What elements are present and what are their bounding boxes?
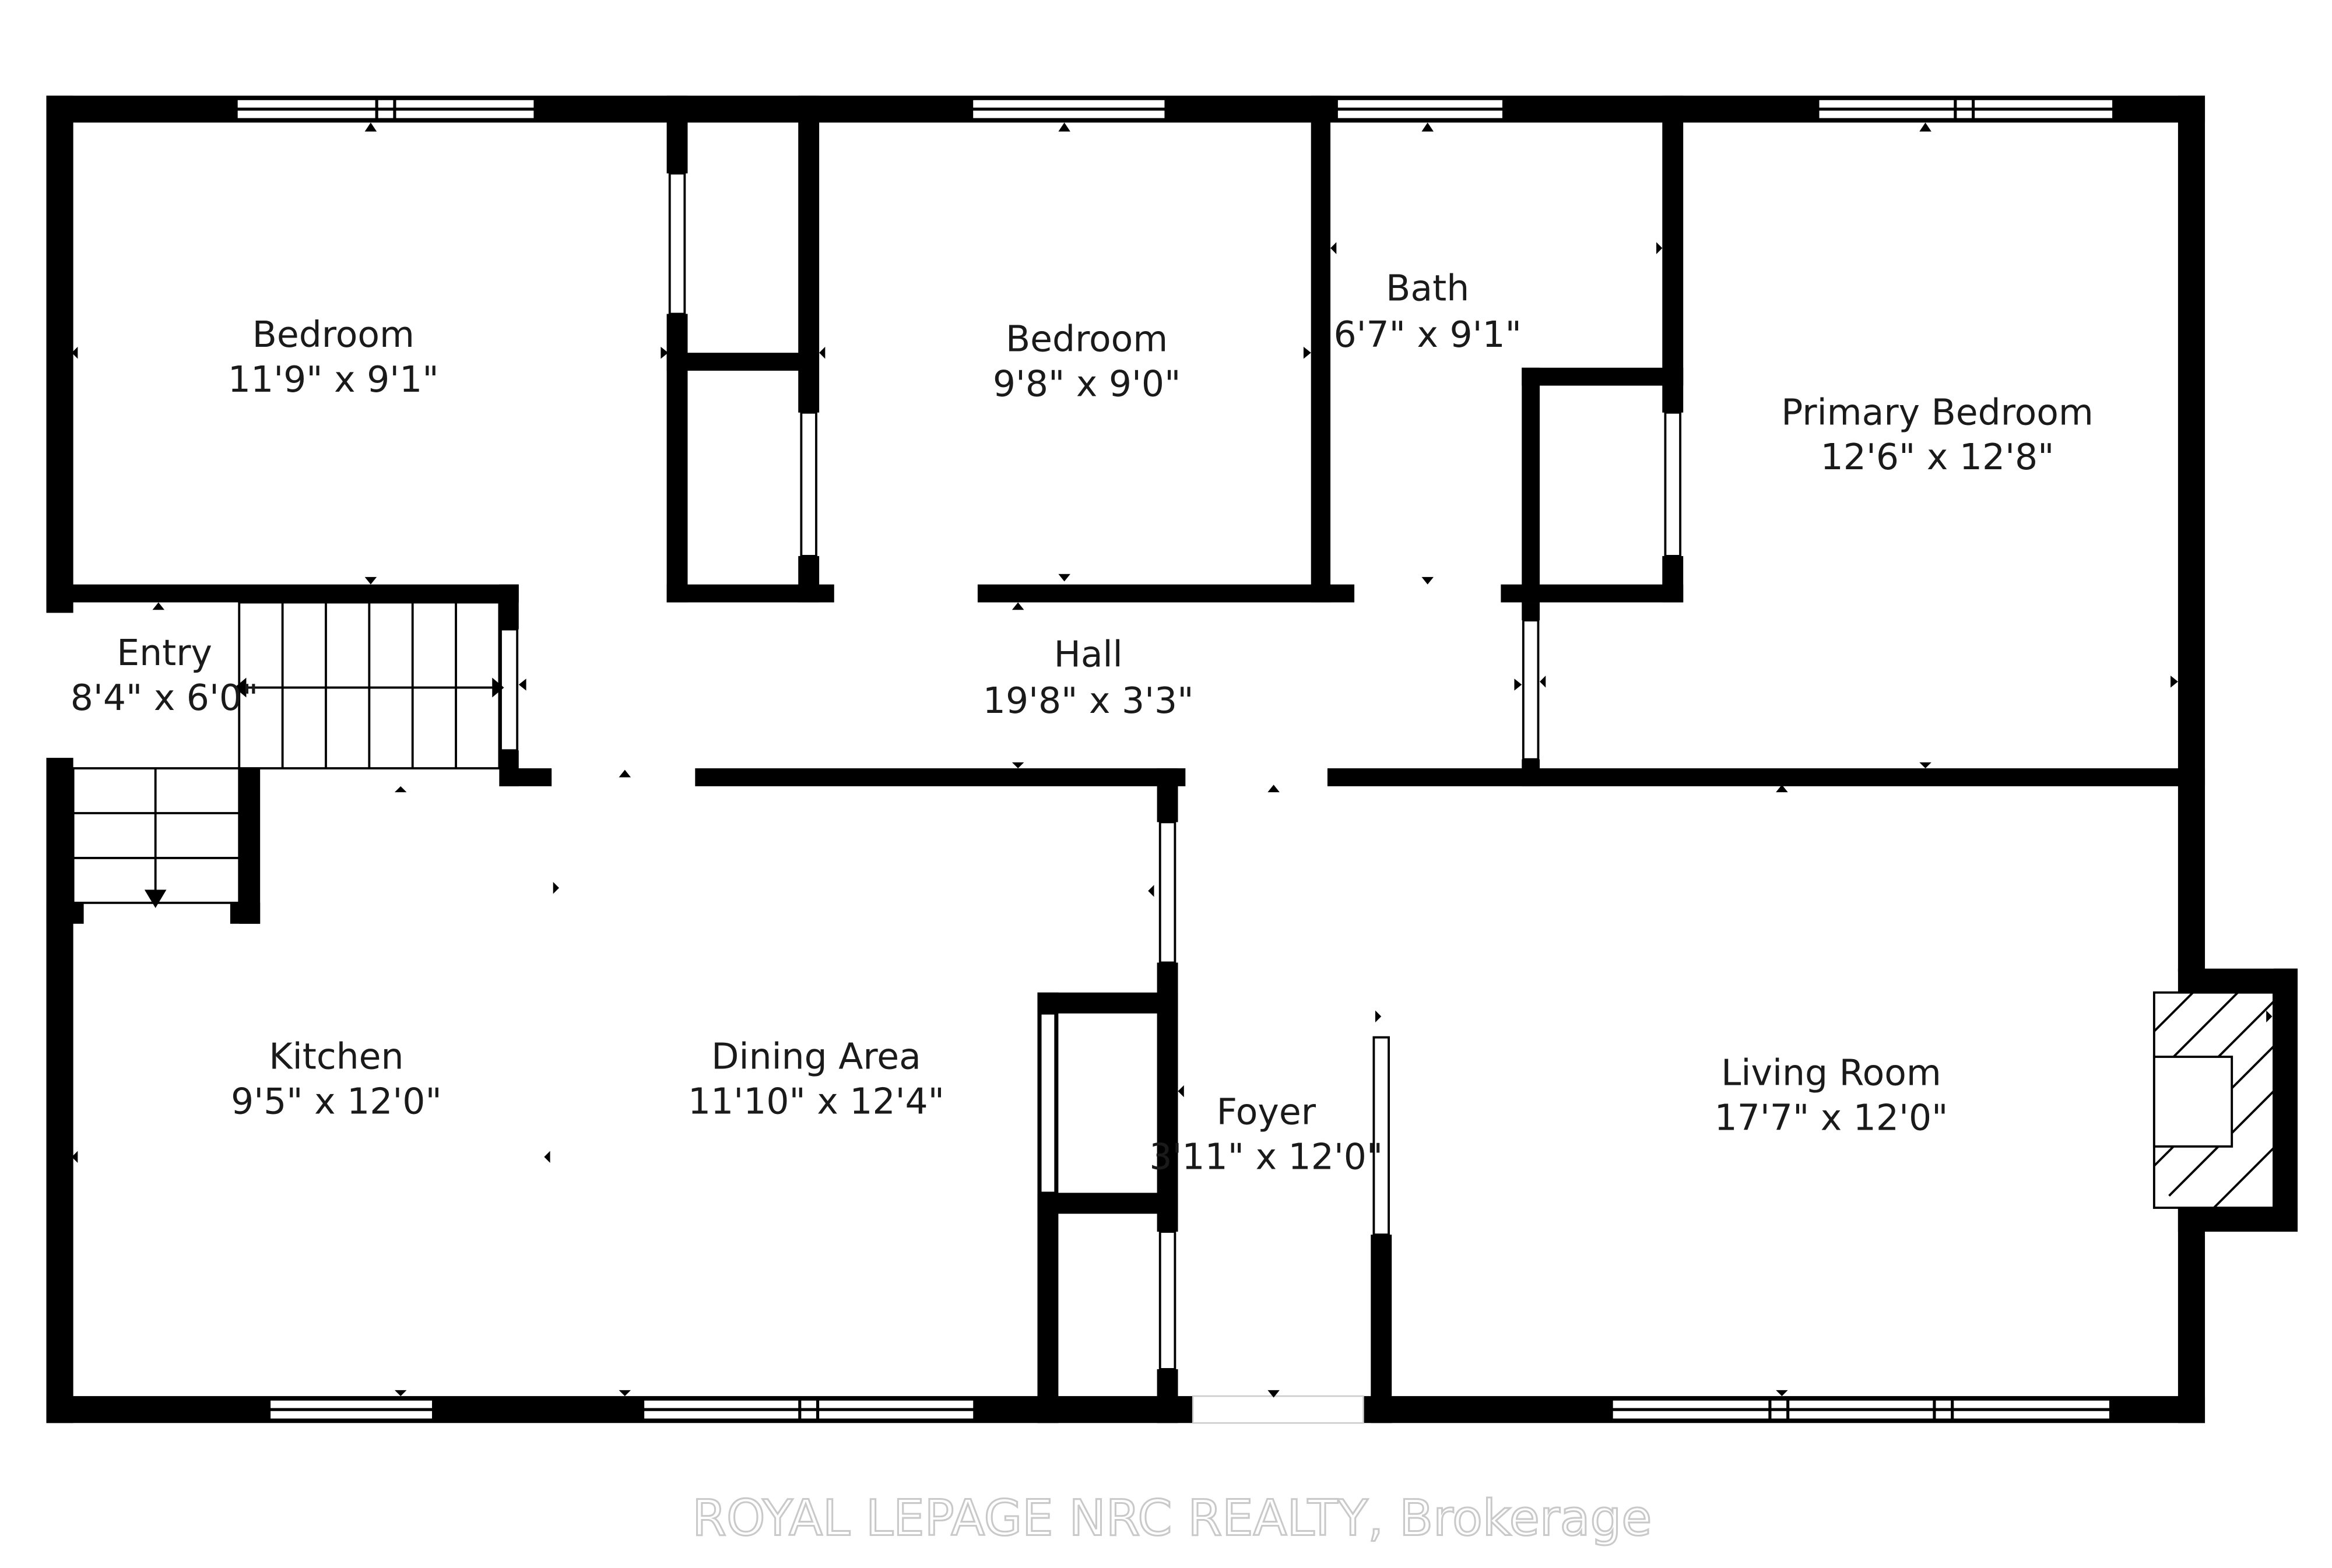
room-dims-bedroom-2: 9'8" x 9'0" xyxy=(993,363,1181,405)
room-dims-living: 17'7" x 12'0" xyxy=(1715,1097,1948,1139)
interior-walls xyxy=(46,96,2205,1423)
room-name-foyer: Foyer xyxy=(1217,1091,1316,1133)
room-name-kitchen: Kitchen xyxy=(269,1036,403,1078)
stairs xyxy=(72,601,504,908)
room-dims-entry: 8'4" x 6'0" xyxy=(71,677,259,719)
room-dims-hall: 19'8" x 3'3" xyxy=(983,680,1194,722)
doors xyxy=(500,172,1681,1370)
front-door-opening xyxy=(1192,1395,1364,1424)
windows xyxy=(234,97,2116,1422)
room-dims-kitchen: 9'5" x 12'0" xyxy=(231,1080,442,1122)
room-dims-bedroom-1: 11'9" x 9'1" xyxy=(228,358,439,400)
room-dims-dining: 11'10" x 12'4" xyxy=(688,1080,944,1122)
room-name-hall: Hall xyxy=(1054,634,1123,676)
dimension-markers xyxy=(72,122,2273,1398)
watermark: ROYAL LEPAGE NRC REALTY, Brokerage xyxy=(692,1489,1652,1547)
room-name-bath: Bath xyxy=(1386,267,1469,309)
room-name-bedroom-2: Bedroom xyxy=(1006,318,1168,360)
room-labels: Bedroom 11'9" x 9'1" Bedroom 9'8" x 9'0"… xyxy=(71,267,2094,1177)
room-name-entry: Entry xyxy=(117,632,212,674)
room-name-bedroom-1: Bedroom xyxy=(252,314,415,356)
room-name-primary-bedroom: Primary Bedroom xyxy=(1781,391,2094,433)
room-name-living: Living Room xyxy=(1721,1052,1941,1094)
room-name-dining: Dining Area xyxy=(711,1036,921,1078)
room-dims-foyer: 3'11" x 12'0" xyxy=(1149,1135,1383,1177)
room-dims-bath: 6'7" x 9'1" xyxy=(1333,314,1522,356)
fireplace xyxy=(2152,991,2275,1209)
room-dims-primary-bedroom: 12'6" x 12'8" xyxy=(1821,436,2054,478)
